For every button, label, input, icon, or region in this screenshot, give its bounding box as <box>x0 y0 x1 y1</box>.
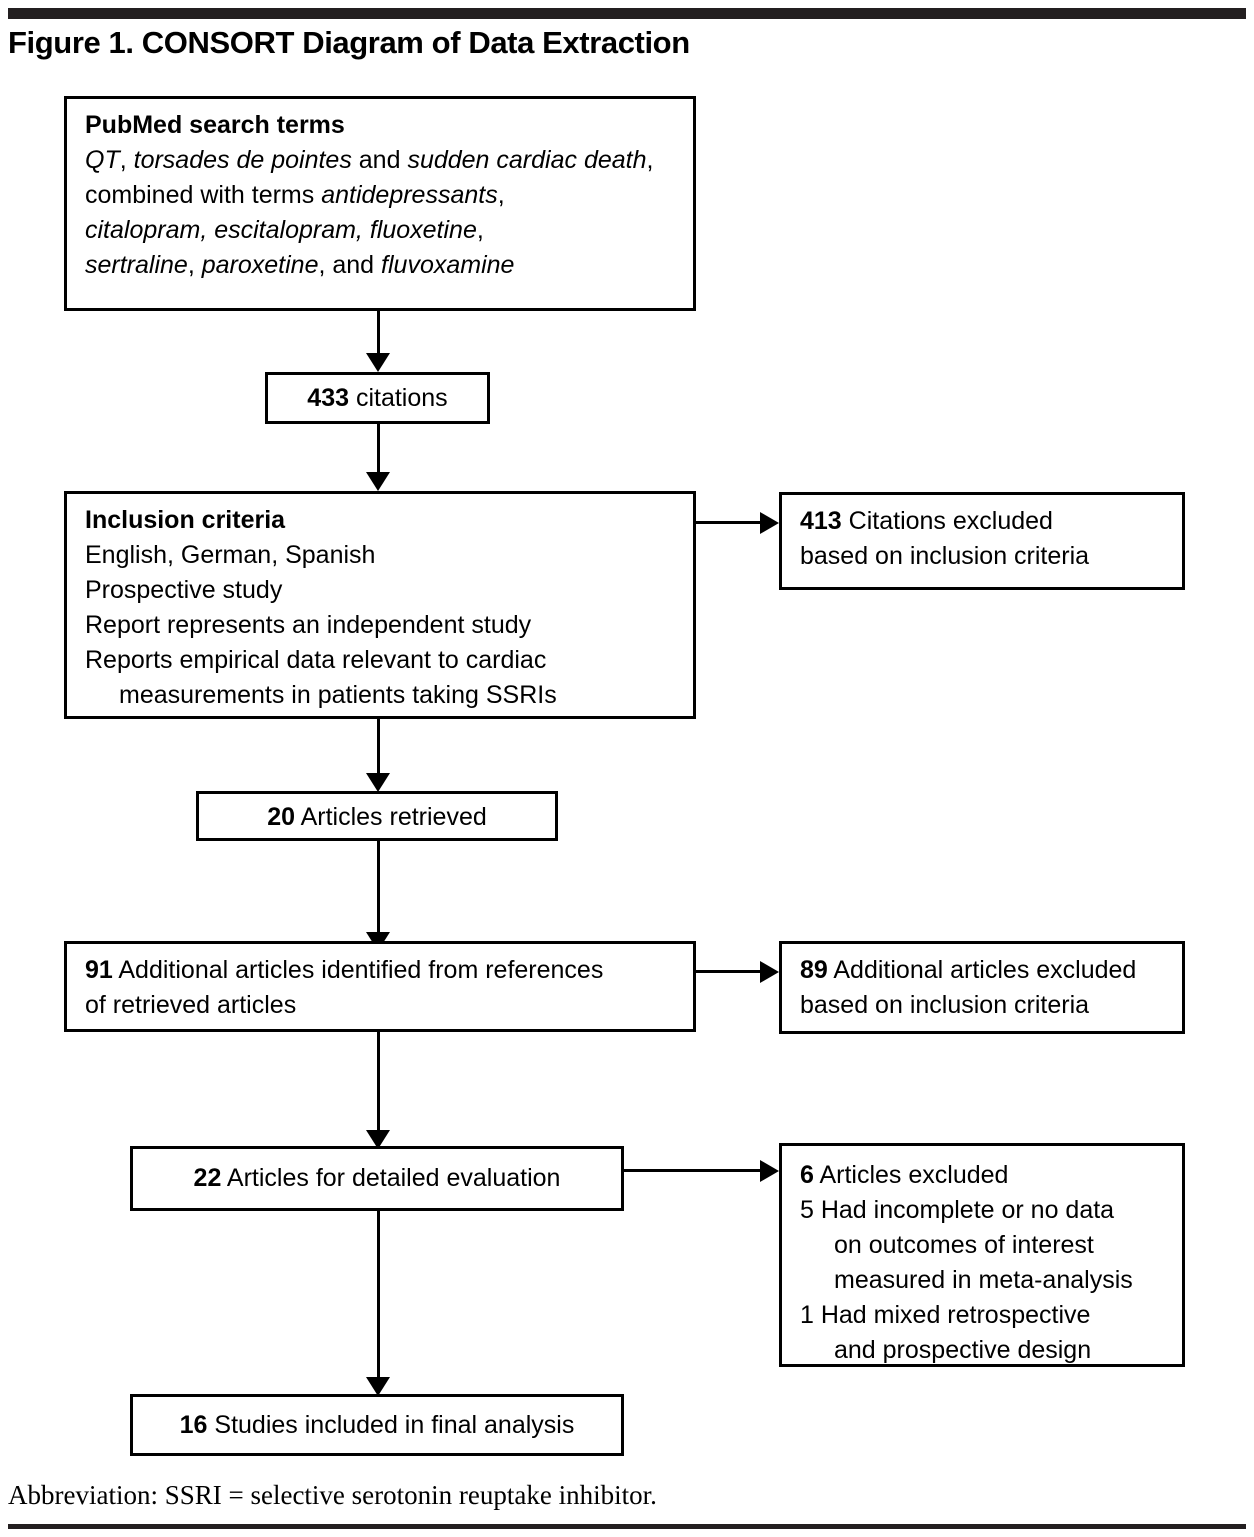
inclusion-heading: Inclusion criteria <box>85 506 286 534</box>
search-heading: PubMed search terms <box>85 111 345 139</box>
articles-excluded-line-3: on outcomes of interest <box>834 1231 1094 1259</box>
arrowhead-citations-to-inclusion <box>366 472 390 491</box>
citations-excluded-line-2: based on inclusion criteria <box>800 542 1090 570</box>
articles-retrieved-text: 20 Articles retrieved <box>267 803 487 831</box>
connector-inclusion-to-retrieved <box>377 719 380 775</box>
citations-text: 433 citations <box>307 384 448 412</box>
box-pubmed-search-terms: PubMed search terms QT, torsades de poin… <box>64 96 696 311</box>
connector-detailed-to-final <box>377 1211 380 1379</box>
bottom-rule <box>8 1524 1246 1529</box>
box-articles-excluded: 6 Articles excluded 5 Had incomplete or … <box>779 1143 1185 1367</box>
final-text: 16 Studies included in final analysis <box>179 1411 575 1439</box>
arrowhead-inclusion-to-retrieved <box>366 773 390 792</box>
figure-title: Figure 1. CONSORT Diagram of Data Extrac… <box>8 25 690 60</box>
connector-citations-to-inclusion <box>377 424 380 474</box>
box-additional-articles: 91 Additional articles identified from r… <box>64 941 696 1032</box>
search-line-2: combined with terms antidepressants, <box>85 181 505 209</box>
connector-detailed-to-articles-excluded <box>623 1169 762 1172</box>
articles-excluded-line-6: and prospective design <box>834 1336 1092 1364</box>
box-inclusion-criteria: Inclusion criteria English, German, Span… <box>64 491 696 719</box>
additional-line-2: of retrieved articles <box>85 991 297 1019</box>
articles-excluded-line-5: 1 Had mixed retrospective <box>800 1301 1091 1329</box>
additional-excluded-line-2: based on inclusion criteria <box>800 991 1090 1019</box>
search-line-1: QT, torsades de pointes and sudden cardi… <box>85 146 654 174</box>
articles-excluded-line-4: measured in meta-analysis <box>834 1266 1133 1294</box>
box-additional-articles-excluded: 89 Additional articles excluded based on… <box>779 941 1185 1034</box>
articles-excluded-line-2: 5 Had incomplete or no data <box>800 1196 1115 1224</box>
box-final-analysis: 16 Studies included in final analysis <box>130 1394 624 1456</box>
top-rule <box>8 8 1246 19</box>
connector-additional-to-detailed <box>377 1032 380 1132</box>
connector-retrieved-to-additional <box>377 841 380 934</box>
arrowhead-additional-to-additional-excluded <box>760 961 779 983</box>
arrowhead-additional-to-detailed <box>366 1130 390 1149</box>
abbreviation-footnote: Abbreviation: SSRI = selective serotonin… <box>8 1480 657 1510</box>
box-citations: 433 citations <box>265 372 490 424</box>
articles-excluded-line-1: 6 Articles excluded <box>800 1161 1009 1189</box>
additional-excluded-line-1: 89 Additional articles excluded <box>800 956 1137 984</box>
arrowhead-detailed-to-articles-excluded <box>760 1160 779 1182</box>
connector-search-to-citations <box>377 311 380 355</box>
citations-excluded-line-1: 413 Citations excluded <box>800 507 1053 535</box>
connector-additional-to-additional-excluded <box>696 970 762 973</box>
inclusion-line-3: Report represents an independent study <box>85 611 532 639</box>
detailed-text: 22 Articles for detailed evaluation <box>193 1164 561 1192</box>
arrowhead-detailed-to-final <box>366 1377 390 1396</box>
inclusion-line-2: Prospective study <box>85 576 283 604</box>
additional-line-1: 91 Additional articles identified from r… <box>85 956 604 984</box>
search-line-3: citalopram, escitalopram, fluoxetine, <box>85 216 484 244</box>
box-articles-detailed-evaluation: 22 Articles for detailed evaluation <box>130 1146 624 1211</box>
inclusion-line-1: English, German, Spanish <box>85 541 376 569</box>
arrowhead-search-to-citations <box>366 353 390 372</box>
box-articles-retrieved: 20 Articles retrieved <box>196 791 558 841</box>
box-citations-excluded: 413 Citations excluded based on inclusio… <box>779 492 1185 590</box>
inclusion-line-5: measurements in patients taking SSRIs <box>119 681 557 709</box>
connector-inclusion-to-citations-excluded <box>696 521 762 524</box>
inclusion-line-4: Reports empirical data relevant to cardi… <box>85 646 547 674</box>
arrowhead-inclusion-to-citations-excluded <box>760 512 779 534</box>
search-line-4: sertraline, paroxetine, and fluvoxamine <box>85 251 515 279</box>
